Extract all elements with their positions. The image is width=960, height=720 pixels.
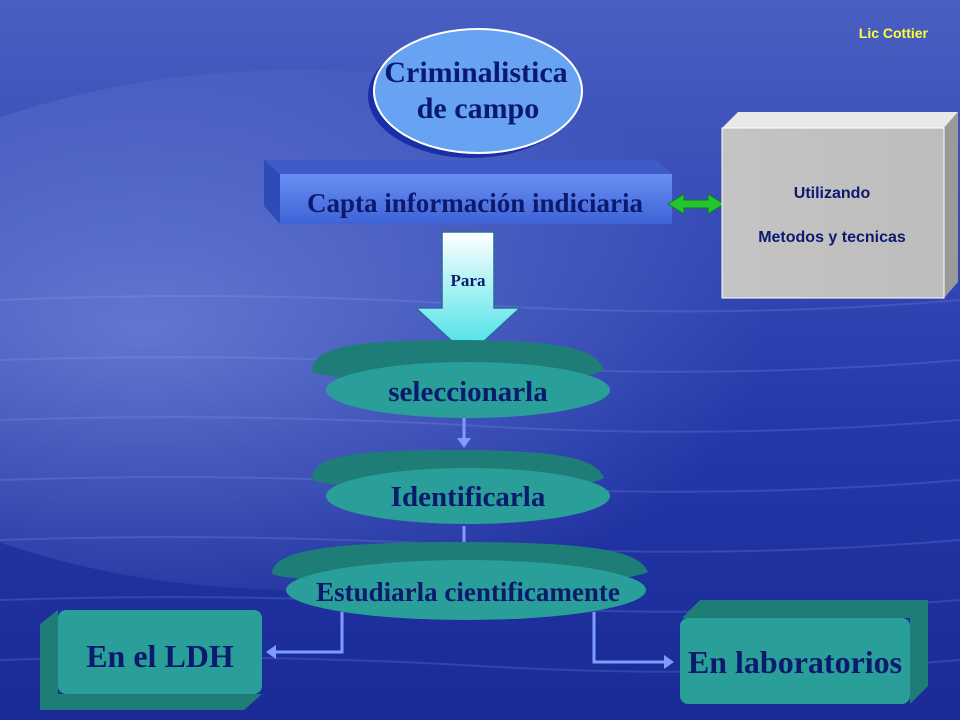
capture-box: Capta información indiciaria bbox=[264, 160, 672, 224]
methods-box: Utilizando Metodos y tecnicas bbox=[721, 112, 958, 299]
methods-box-line2: Metodos y tecnicas bbox=[758, 229, 906, 246]
step-select: seleccionarla bbox=[312, 340, 610, 418]
step-study: Estudiarla cientificamente bbox=[272, 542, 648, 620]
step-identify-label: Identificarla bbox=[391, 481, 546, 513]
step-study-label: Estudiarla cientificamente bbox=[316, 577, 620, 607]
root-node: Criminalistica de campo bbox=[368, 28, 583, 158]
capture-box-label: Capta información indiciaria bbox=[307, 188, 643, 218]
outcome-ldh-label: En el LDH bbox=[86, 638, 234, 674]
connector-study-lab bbox=[592, 612, 674, 669]
author-label: Lic Cottier bbox=[859, 25, 929, 41]
root-node-line2: de campo bbox=[417, 92, 540, 125]
root-node-line1: Criminalistica bbox=[384, 56, 567, 89]
outcome-lab: En laboratorios bbox=[680, 600, 928, 704]
connector-study-ldh bbox=[266, 612, 344, 659]
step-identify: Identificarla bbox=[312, 450, 610, 524]
para-arrow: Para bbox=[414, 231, 522, 358]
para-label: Para bbox=[451, 271, 486, 290]
connector-select-identify bbox=[457, 418, 471, 448]
methods-box-line1: Utilizando bbox=[794, 185, 871, 202]
outcome-ldh: En el LDH bbox=[40, 610, 262, 710]
outcome-lab-label: En laboratorios bbox=[688, 644, 902, 680]
step-select-label: seleccionarla bbox=[388, 376, 548, 408]
